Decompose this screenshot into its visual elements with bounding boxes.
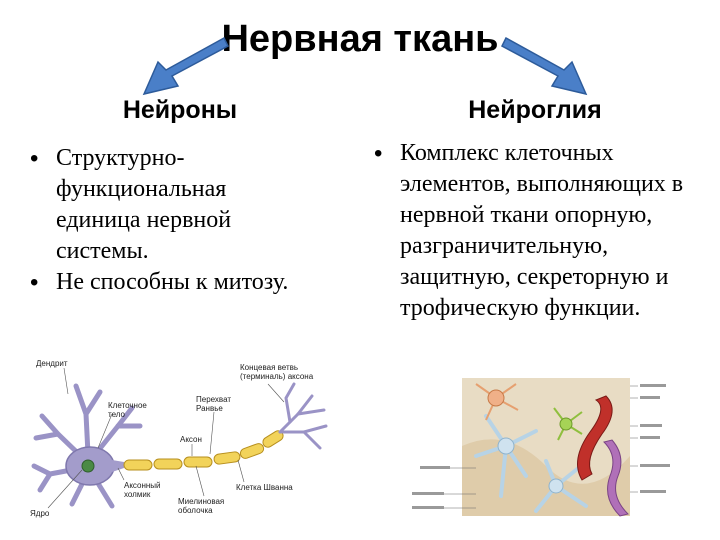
microglia-body [559, 417, 573, 431]
label-axon-hillock-2: холмик [124, 490, 151, 499]
label-axon: Аксон [180, 435, 202, 444]
label-axon-terminals-2: (терминаль) аксона [240, 372, 314, 381]
arrow-left-icon [142, 36, 229, 96]
label-axon-hillock-1: Аксонный [124, 481, 161, 490]
neuroglia-heading: Нейроглия [468, 96, 602, 124]
neuroglia-bullet-1: Комплекс клеточных элементов, выполняющи… [372, 138, 718, 324]
neuron-in-glia [475, 383, 519, 421]
astrocyte-body [497, 437, 515, 455]
slide-title: Нервная ткань [221, 18, 499, 60]
label-cell-body-1: Клеточное [108, 401, 147, 410]
blood-vessel [577, 395, 613, 481]
label-nucleus: Ядро [30, 509, 50, 518]
label-axon-terminals-1: Концевая ветвь [240, 363, 298, 372]
label-myelin-1: Миелиновая [178, 497, 224, 506]
axon-hillock [112, 460, 124, 472]
label-schwann: Клетка Шванна [236, 483, 293, 492]
neurons-heading: Нейроны [122, 96, 238, 124]
astrocyte-body-2 [548, 478, 564, 494]
label-ranvier-1: Перехват [196, 395, 231, 404]
arrow-right-icon [501, 36, 588, 96]
microglia-cell [553, 407, 583, 441]
myelin-sheath [123, 430, 284, 471]
neurons-bullets: Структурно-функциональная единица нервно… [28, 143, 358, 298]
neuroglia-bullets: Комплекс клеточных элементов, выполняющи… [372, 138, 718, 324]
neuron-nucleus [81, 459, 95, 473]
neurons-bullet-1: Структурно-функциональная единица нервно… [28, 143, 286, 267]
neuron-diagram: Дендрит Клеточное тело Концевая ветвь (т… [30, 359, 328, 518]
glia-neuron-body [487, 389, 505, 407]
ependyma-layer [603, 439, 629, 517]
neuroglia-diagram [412, 378, 670, 517]
astrocyte-cells [474, 414, 588, 513]
axon-terminals [278, 382, 328, 450]
neurons-bullet-2: Не способны к митозу. [28, 267, 358, 298]
label-dendrite: Дендрит [36, 359, 68, 368]
glia-label-placeholders [412, 384, 670, 509]
label-cell-body-2: тело [108, 410, 126, 419]
label-ranvier-2: Ранвье [196, 404, 223, 413]
label-myelin-2: оболочка [178, 506, 213, 515]
